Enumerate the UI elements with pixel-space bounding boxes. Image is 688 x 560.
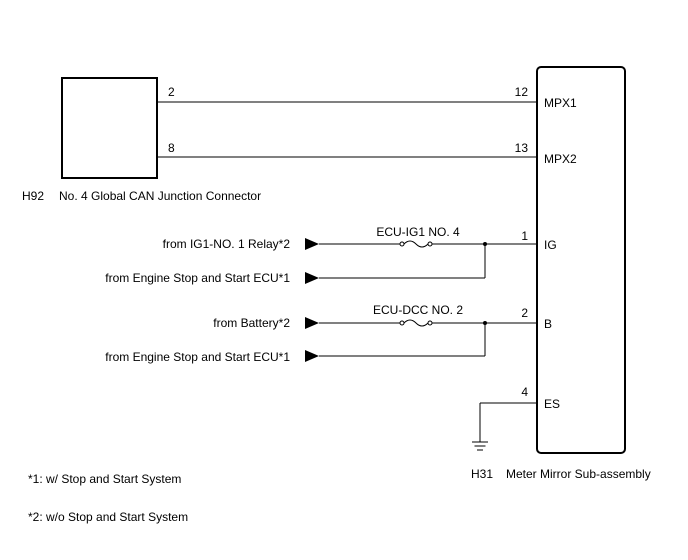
footnote-1: *1: w/ Stop and Start System [28,472,181,486]
meter-box [536,66,626,454]
junction-connector-code: H92 [22,189,44,203]
footnote-2: *2: w/o Stop and Start System [28,510,188,524]
meter-pin-label-mpx2: MPX2 [544,152,577,166]
meter-pin-number-4: 4 [521,385,528,399]
meter-pin-label-es: ES [544,397,560,411]
fuse-icon [399,319,433,327]
arrow-icon [305,238,319,250]
source-battery: from Battery*2 [213,316,290,330]
meter-name: Meter Mirror Sub-assembly [506,467,651,481]
fuse-label-ecu-dcc: ECU-DCC NO. 2 [373,303,463,317]
source-engine-stop-start-2: from Engine Stop and Start ECU*1 [105,350,290,364]
junction-connector-box [61,77,158,179]
fuse-icon [399,240,433,248]
meter-code: H31 [471,467,493,481]
fuse-label-ecu-ig1: ECU-IG1 NO. 4 [376,225,460,239]
ground-icon [472,441,488,451]
source-ig1-relay: from IG1-NO. 1 Relay*2 [163,237,291,251]
meter-pin-label-b: B [544,317,552,331]
junction-connector-name: No. 4 Global CAN Junction Connector [59,189,261,203]
arrow-icon [305,272,319,284]
source-engine-stop-start-1: from Engine Stop and Start ECU*1 [105,271,290,285]
meter-pin-number-1: 1 [521,229,528,243]
meter-pin-number-2: 2 [521,306,528,320]
arrow-icon [305,317,319,329]
arrow-icon [305,350,319,362]
meter-pin-number-13: 13 [515,141,529,155]
meter-pin-label-ig: IG [544,238,557,252]
junction-pin-8: 8 [168,141,175,155]
junction-pin-2: 2 [168,85,175,99]
meter-pin-label-mpx1: MPX1 [544,96,577,110]
meter-pin-number-12: 12 [515,85,529,99]
